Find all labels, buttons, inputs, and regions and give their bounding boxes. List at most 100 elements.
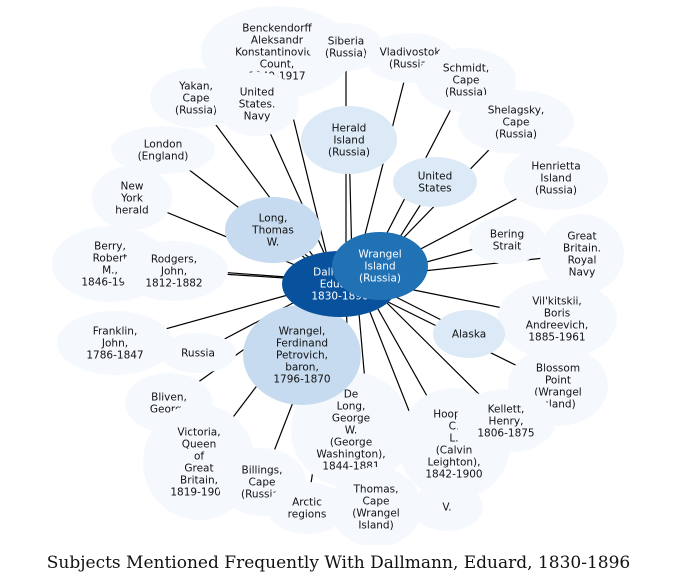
node-navy-label-line: United <box>240 87 275 99</box>
node-victoria-label-line: Britain, <box>180 475 218 487</box>
node-wrangel-island-label-line: Island <box>364 261 395 273</box>
node-hooper-label-line: 1842-1900 <box>425 469 482 481</box>
node-rodgers[interactable]: Rodgers,John,1812-1882 <box>120 241 228 301</box>
node-victoria-label-line: Queen <box>182 439 217 451</box>
node-wrangel-ferdinand-label-line: Petrovich, <box>276 350 328 362</box>
node-bering-shape <box>469 216 545 264</box>
node-thomas-cape-label-line: (Wrangel <box>352 508 399 520</box>
node-schmidt-label-line: Schmidt, <box>443 63 489 75</box>
node-wrangel-ferdinand-shape <box>243 305 361 405</box>
node-delong-label-line: Long, <box>337 401 366 413</box>
node-victoria-label-line: 1819-1901 <box>170 487 227 499</box>
node-great-britain-navy-label-line: Great <box>567 231 596 243</box>
node-siberia-label-line: (Russia) <box>325 48 367 60</box>
node-london-label-line: (England) <box>138 151 189 163</box>
node-hooper-label-line: (Calvin <box>436 445 473 457</box>
node-siberia-shape <box>308 23 384 71</box>
node-united-states-label-line: States <box>418 183 451 195</box>
node-delong-label-line: W. <box>345 425 358 437</box>
node-wrangel-island-label-line: Wrangel <box>358 249 401 261</box>
node-benckendorff-label-line: Benckendorff <box>242 23 312 35</box>
node-navy-label-line: Navy <box>244 111 271 123</box>
node-ny-herald-label-line: New <box>121 181 144 193</box>
node-united-states-shape <box>393 157 477 207</box>
node-victoria-label-line: Great <box>184 463 213 475</box>
node-yakan-label-line: (Russia) <box>175 105 217 117</box>
node-bering-label-line: Strait <box>493 241 522 253</box>
node-russia-label-line: Russia <box>181 348 215 360</box>
node-rodgers-label-line: Rodgers, <box>151 254 197 266</box>
node-berry-label-line: Berry, <box>94 241 126 253</box>
node-vs[interactable]: V. <box>411 483 483 531</box>
node-russia[interactable]: Russia <box>160 333 236 373</box>
node-wrangel-ferdinand-label-line: 1796-1870 <box>273 374 330 386</box>
node-shelagsky[interactable]: Shelagsky,Cape(Russia) <box>458 90 574 154</box>
node-franklin-label-line: 1786-1847 <box>86 350 143 362</box>
node-great-britain-navy-label-line: Navy <box>569 267 596 279</box>
node-hooper-label-line: Leighton), <box>428 457 481 469</box>
node-vilkitskii-shape <box>497 279 617 359</box>
node-rodgers-label-line: John, <box>160 266 187 278</box>
node-shelagsky-label-line: Shelagsky, <box>488 105 545 117</box>
node-alaska[interactable]: Alaska <box>433 310 505 358</box>
node-benckendorff-label-line: Count, <box>260 59 295 71</box>
node-berry-label-line: Robert <box>93 253 128 265</box>
node-delong-label-line: George <box>332 413 370 425</box>
node-delong-label-line: De <box>344 389 359 401</box>
node-kellett-label-line: 1806-1875 <box>477 428 534 440</box>
node-wrangel-ferdinand-label-line: baron, <box>285 362 319 374</box>
node-wrangel-ferdinand[interactable]: Wrangel,FerdinandPetrovich,baron,1796-18… <box>243 305 361 405</box>
node-blossom-label-line: Point <box>545 375 571 387</box>
node-schmidt-label-line: Cape <box>453 75 480 87</box>
node-wrangel-island-label-line: (Russia) <box>359 273 401 285</box>
node-vs-shape <box>411 483 483 531</box>
node-arctic-label-line: regions <box>288 509 327 521</box>
node-blossom-label-line: (Wrangel <box>534 387 581 399</box>
node-thomas-cape-shape <box>330 467 422 545</box>
node-vilkitskii-label-line: Vil'kitskii, <box>532 296 582 308</box>
node-siberia-label-line: Siberia <box>328 36 364 48</box>
subject-network-diagram: BenckendorffAleksandrKonstantinovichCoun… <box>57 22 624 545</box>
node-franklin-label-line: Franklin, <box>93 326 138 338</box>
node-victoria-label-line: of <box>194 451 204 463</box>
node-herald-island-label-line: (Russia) <box>328 147 370 159</box>
node-alaska-shape <box>433 310 505 358</box>
node-franklin[interactable]: Franklin,John,1786-1847 <box>57 311 173 375</box>
node-arctic-label-line: Arctic <box>292 497 322 509</box>
node-vilkitskii-label-line: Boris <box>544 308 570 320</box>
node-long-thomas-label-line: Thomas <box>251 225 294 237</box>
node-great-britain-navy-label-line: Royal <box>568 255 597 267</box>
node-henrietta-label-line: (Russia) <box>535 185 577 197</box>
node-long-thomas-label-line: W. <box>267 237 280 249</box>
node-wrangel-island-shape <box>332 232 428 300</box>
node-thomas-cape-label-line: Cape <box>363 496 390 508</box>
node-long-thomas-label-line: Long, <box>259 213 288 225</box>
node-bering-label-line: Bering <box>490 229 524 241</box>
node-great-britain-navy-shape <box>540 214 624 294</box>
node-henrietta-shape <box>504 146 608 210</box>
node-ny-herald-label-line: York <box>120 193 144 205</box>
node-ny-herald-label-line: herald <box>115 205 148 217</box>
node-shelagsky-label-line: Cape <box>503 117 530 129</box>
node-delong-label-line: Washington), <box>316 449 385 461</box>
node-siberia[interactable]: Siberia(Russia) <box>308 23 384 71</box>
node-henrietta-label-line: Island <box>540 173 571 185</box>
node-arctic-shape <box>267 482 347 534</box>
node-yakan-label-line: Yakan, <box>178 81 213 93</box>
node-vs-label-line: V. <box>442 502 451 514</box>
node-london[interactable]: London(England) <box>111 126 215 174</box>
node-long-thomas-shape <box>225 197 321 263</box>
node-kellett[interactable]: Kellett,Henry,1806-1875 <box>456 389 556 453</box>
